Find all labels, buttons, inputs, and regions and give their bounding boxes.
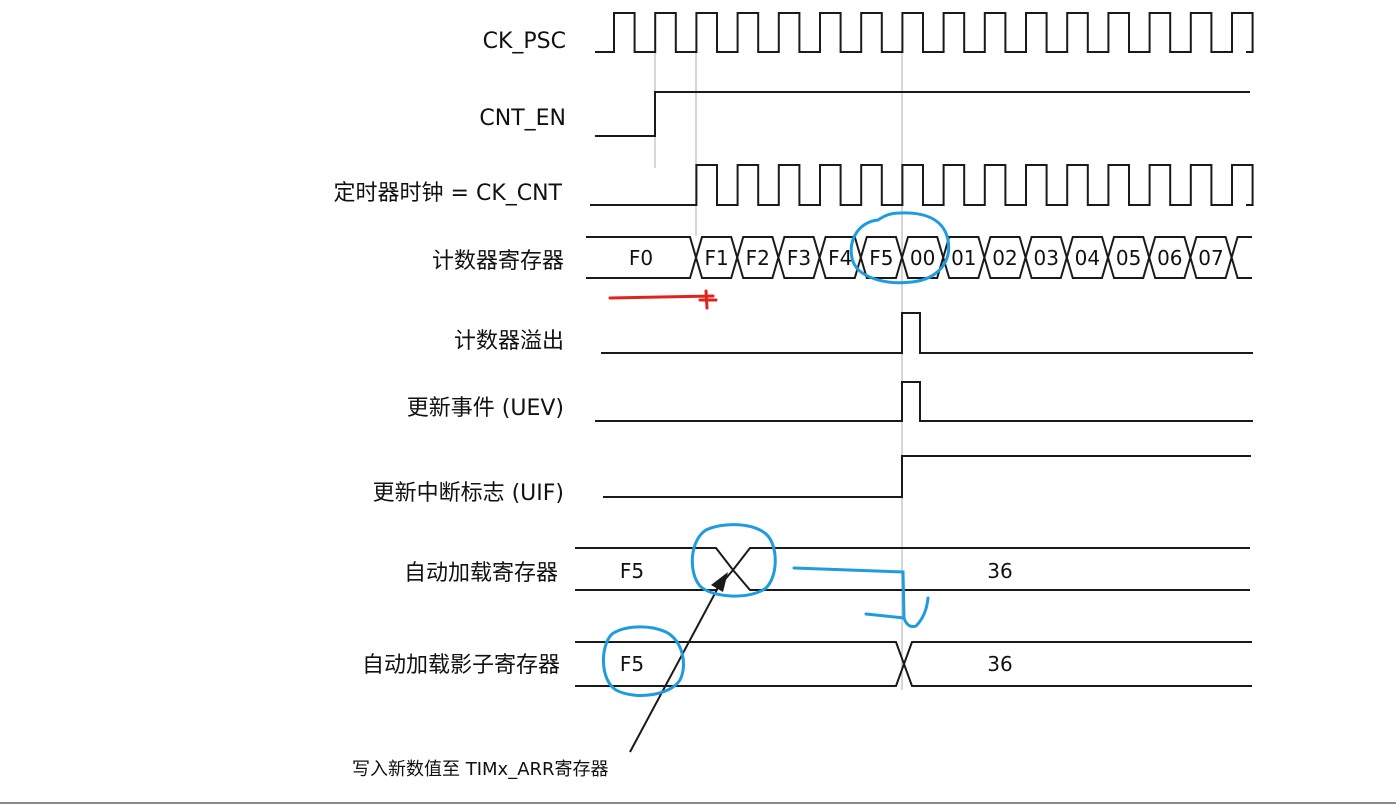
- counter-bus-outline: [586, 236, 1252, 279]
- label-timer-clock: 定时器时钟 = CK_CNT: [334, 181, 563, 206]
- label-counter-register: 计数器寄存器: [432, 249, 564, 274]
- label-ck-psc: CK_PSC: [483, 29, 566, 54]
- label-counter-overflow: 计数器溢出: [454, 329, 564, 354]
- signal-labels: CK_PSC CNT_EN 定时器时钟 = CK_CNT 计数器寄存器 计数器溢…: [334, 29, 566, 678]
- counter-value-F0: F0: [629, 246, 653, 270]
- arr-value-after: 36: [987, 559, 1012, 583]
- label-auto-reload-shadow-register: 自动加载影子寄存器: [362, 653, 560, 678]
- counter-value-F1: F1: [704, 246, 728, 270]
- pointer-line: [629, 583, 721, 753]
- label-update-event: 更新事件 (UEV): [407, 396, 564, 421]
- highlight-marks: [601, 211, 951, 697]
- counter-value-F4: F4: [828, 246, 852, 270]
- counter-value-F5: F5: [869, 246, 893, 270]
- annotation-pointer: [629, 572, 728, 753]
- ck-cnt-wave: [590, 164, 1254, 206]
- update-event-wave: [595, 381, 1253, 422]
- arr-value-before: F5: [620, 559, 644, 583]
- red-marker-stroke: [608, 289, 718, 310]
- label-auto-reload-register: 自动加载寄存器: [404, 561, 558, 586]
- counter-value-06: 06: [1157, 246, 1182, 270]
- counter-value-07: 07: [1198, 246, 1223, 270]
- counter-bus-bottom-edge: [586, 253, 1252, 279]
- label-update-interrupt-flag: 更新中断标志 (UIF): [373, 481, 564, 506]
- guide-lines: [654, 52, 903, 690]
- shadow-bus-outline: [575, 641, 1252, 687]
- highlight-circle-overflow: [849, 211, 951, 285]
- uif-wave: [603, 455, 1251, 498]
- highlight-circle-arr-write: [690, 523, 777, 598]
- waveforms: [590, 12, 1254, 498]
- pointer-arrowhead: [711, 572, 728, 592]
- label-cnt-en: CNT_EN: [479, 106, 566, 131]
- counter-value-03: 03: [1033, 246, 1058, 270]
- red-marker: [608, 289, 718, 310]
- auto-reload-shadow-bus: [575, 641, 1252, 687]
- counter-value-02: 02: [992, 246, 1017, 270]
- counter-value-05: 05: [1116, 246, 1141, 270]
- shadow-value-after: 36: [987, 652, 1012, 676]
- auto-reload-register-bus: [575, 547, 1250, 591]
- ck-psc-wave: [595, 12, 1254, 53]
- counter-bus-top-edge: [586, 236, 1252, 262]
- highlight-circle-shadow-f5: [601, 625, 685, 697]
- counter-value-04: 04: [1075, 246, 1100, 270]
- counter-register-bus: F0 F1 F2 F3 F4 F5 00 01 02 03 04 05 06 07: [586, 236, 1252, 279]
- annotation-text: 写入新数值至 TIMx_ARR寄存器: [352, 759, 609, 780]
- counter-value-01: 01: [951, 246, 976, 270]
- counter-value-F3: F3: [787, 246, 811, 270]
- highlight-arrow-path: [792, 566, 930, 628]
- shadow-value-before: F5: [620, 652, 644, 676]
- arr-bus-outline: [575, 547, 1250, 591]
- counter-overflow-wave: [601, 312, 1253, 354]
- counter-value-F2: F2: [746, 246, 770, 270]
- cnt-en-wave: [595, 91, 1250, 137]
- counter-value-00: 00: [910, 246, 935, 270]
